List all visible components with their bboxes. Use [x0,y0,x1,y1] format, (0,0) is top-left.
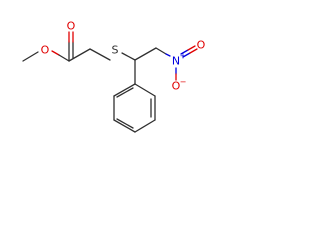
bond-methine-nitromethylene [134,47,157,61]
nitrogen-positive-charge: + [180,52,187,61]
nitro-oxygen-single-label: O [172,80,181,93]
sulfur-label: S [112,44,119,57]
bond-nitro-double-b-o [189,48,198,54]
bond-methylene-sulfur [89,48,111,61]
carbonyl-oxygen-label: O [67,20,76,33]
nitro-oxygen-double-label: O [197,39,206,52]
bond-nitro-double-a-o [187,45,196,51]
phenyl-ring [113,83,156,133]
bond-ester-oxygen-carbonyl-carbon-right [58,54,70,62]
chemical-structure: O O S N + O O − [22,20,206,133]
ester-oxygen-label: O [41,44,50,57]
bond-methyl-ester-oxygen [22,51,39,62]
bond-nitromethylene-nitrogen [155,47,167,55]
oxygen-negative-charge: − [180,78,187,87]
bond-ester-oxygen-carbonyl-carbon-left [51,50,60,56]
bond-nitro-double-a [180,49,189,55]
bond-nitromethylene-nitrogen-n [165,53,171,57]
nitro-nitrogen-label: N [172,55,180,68]
bond-carbonyl-methylene [68,48,91,62]
bond-nitro-double-b [182,52,191,58]
bond-sulfur-methine [121,52,136,61]
